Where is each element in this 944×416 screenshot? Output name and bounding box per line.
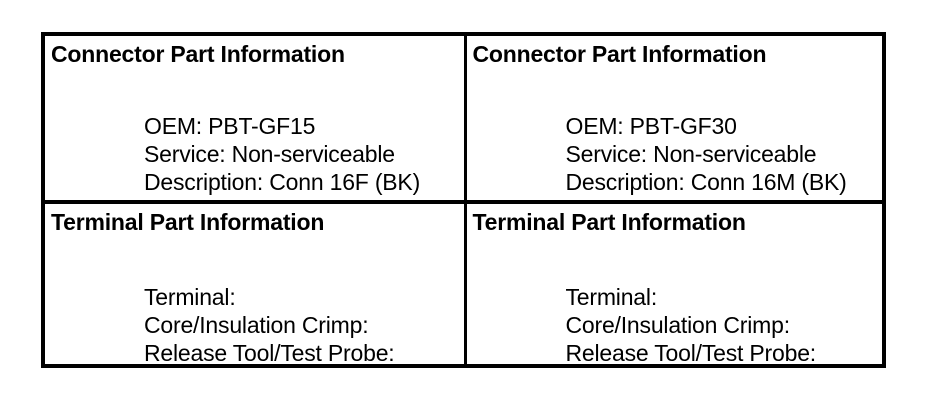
table-cell-connector-right: Connector Part Information OEM: PBT-GF30… — [463, 36, 882, 200]
table-cell-terminal-right: Terminal Part Information Terminal: Core… — [463, 200, 882, 364]
field-release-tool-test-probe-left: Release Tool/Test Probe: — [144, 340, 395, 364]
field-description-right: Description: Conn 16M (BK) — [565, 169, 847, 195]
table-cell-terminal-left: Terminal Part Information Terminal: Core… — [45, 200, 464, 364]
field-oem-right: OEM: PBT-GF30 — [565, 113, 737, 139]
field-description-left: Description: Conn 16F (BK) — [144, 169, 421, 195]
cell-header-terminal-right: Terminal Part Information — [472, 209, 746, 235]
cell-header-connector-left: Connector Part Information — [51, 41, 345, 67]
cell-body-terminal-left: Terminal: Core/Insulation Crimp: Release… — [144, 283, 395, 364]
field-core-insulation-crimp-left: Core/Insulation Crimp: — [144, 312, 369, 338]
cell-header-connector-right: Connector Part Information — [472, 41, 767, 67]
field-service-right: Service: Non-serviceable — [565, 141, 817, 167]
field-terminal-left: Terminal: — [144, 284, 236, 310]
field-terminal-right: Terminal: — [565, 284, 658, 310]
field-release-tool-test-probe-right: Release Tool/Test Probe: — [565, 340, 817, 364]
field-core-insulation-crimp-right: Core/Insulation Crimp: — [565, 312, 791, 338]
part-information-table: Connector Part Information OEM: PBT-GF15… — [41, 32, 886, 368]
cell-body-terminal-right: Terminal: Core/Insulation Crimp: Release… — [565, 283, 817, 364]
cell-header-terminal-left: Terminal Part Information — [51, 209, 325, 235]
field-oem-left: OEM: PBT-GF15 — [144, 113, 316, 139]
cell-body-connector-left: OEM: PBT-GF15 Service: Non-serviceable D… — [144, 112, 420, 196]
field-service-left: Service: Non-serviceable — [144, 141, 395, 167]
cell-body-connector-right: OEM: PBT-GF30 Service: Non-serviceable D… — [566, 112, 847, 196]
table-cell-connector-left: Connector Part Information OEM: PBT-GF15… — [45, 36, 464, 200]
